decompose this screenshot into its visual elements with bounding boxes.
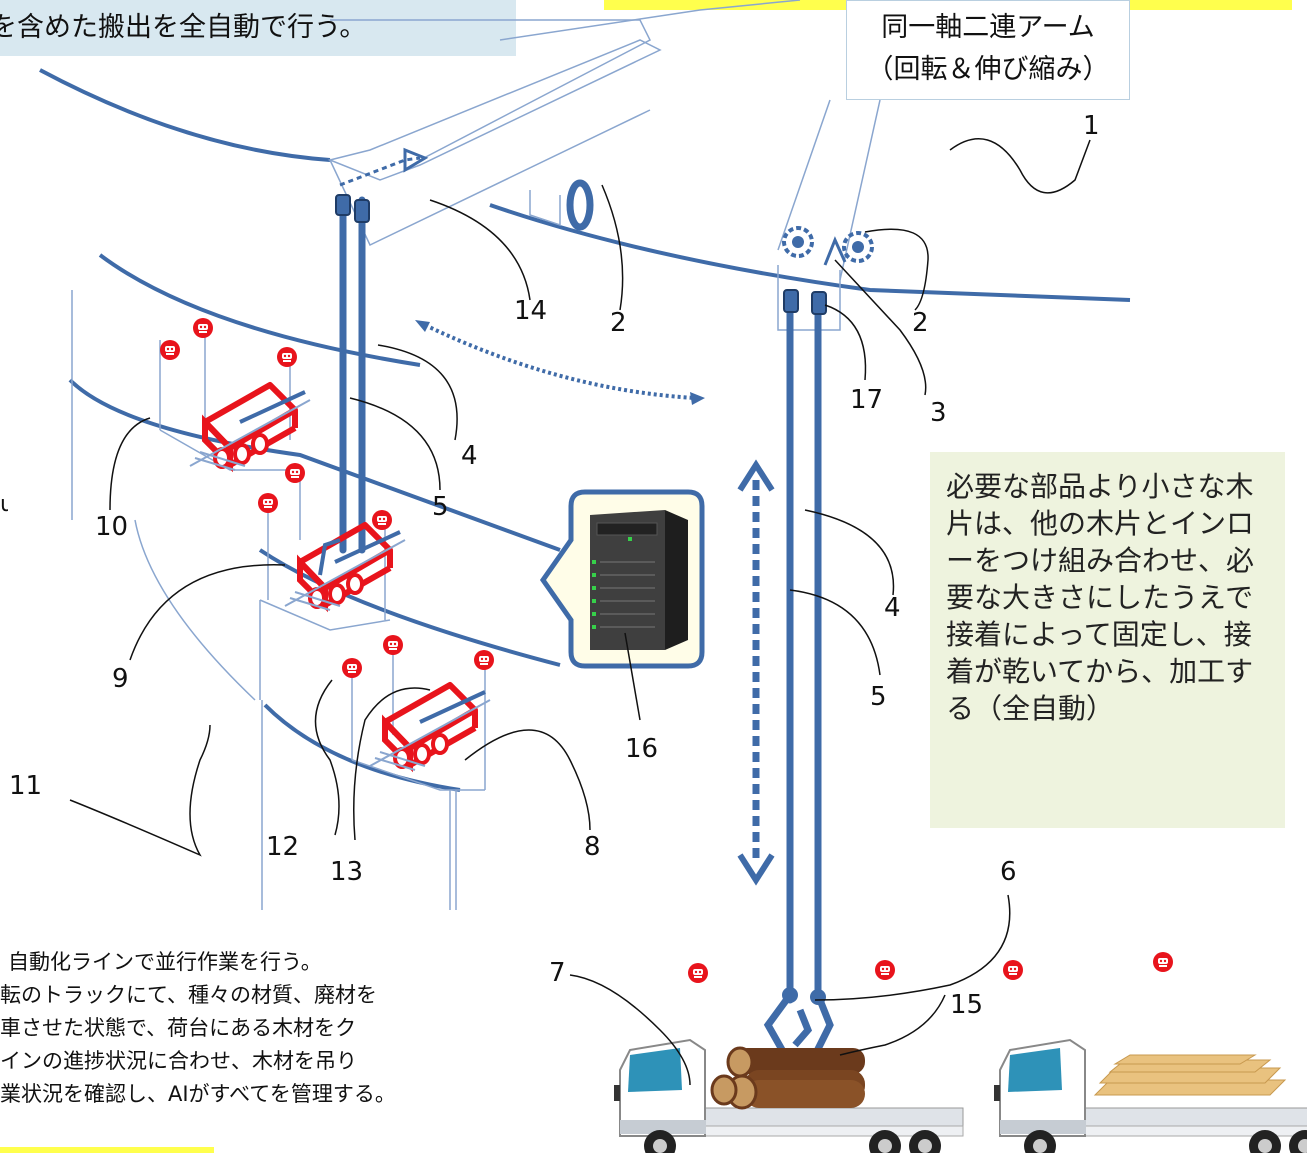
gripper-icon [763, 992, 834, 1057]
robot-face-icon [342, 658, 362, 678]
label-4a: 4 [461, 441, 478, 471]
label-17: 17 [850, 385, 884, 415]
robot-face-icon [383, 635, 403, 655]
server-tower-icon [539, 489, 705, 669]
label-7: 7 [549, 958, 566, 988]
label-6: 6 [1000, 857, 1017, 887]
robot-face-icon [160, 340, 180, 360]
description-text: 自動化ラインで並行作業を行う。 転のトラックにて、種々の材質、廃材を 車させた状… [0, 946, 560, 1111]
note-box: 必要な部品より小さな木片は、他の木片とインローをつけ組み合わせ、必要な大きさにし… [930, 452, 1285, 828]
label-9: 9 [112, 664, 129, 694]
plank-stack-icon [1093, 1054, 1287, 1096]
cart-icon [285, 525, 405, 610]
arm-label-box: 同一軸二連アーム （回転＆伸び縮み） [846, 0, 1130, 100]
pulley-icon [566, 179, 594, 231]
label-2b: 2 [912, 308, 929, 338]
label-3: 3 [930, 398, 947, 428]
robot-face-icon [372, 510, 392, 530]
robot-face-icon [285, 463, 305, 483]
label-10: 10 [95, 512, 129, 542]
robot-face-icon [258, 493, 278, 513]
label-11: 11 [9, 771, 43, 801]
description-line: インの進捗状況に合わせ、木材を吊り [0, 1049, 357, 1073]
label-2a: 2 [610, 308, 627, 338]
log-pile-icon [710, 1046, 865, 1110]
robot-face-icon [688, 963, 708, 983]
label-5b: 5 [870, 682, 887, 712]
label-13: 13 [330, 857, 364, 887]
description-line: 車させた状態で、荷台にある木材をク [0, 1016, 357, 1040]
robot-face-icon [1003, 960, 1023, 980]
description-line: 業状況を確認し、AIがすべてを管理する。 [0, 1082, 396, 1106]
cart-icon [370, 685, 490, 770]
label-4b: 4 [884, 593, 901, 623]
label-1: 1 [1083, 111, 1100, 141]
arm-label-line1: 同一軸二連アーム [881, 12, 1095, 43]
robot-face-icon [875, 960, 895, 980]
label-8: 8 [584, 832, 601, 862]
label-15: 15 [950, 990, 984, 1020]
label-12: 12 [266, 832, 300, 862]
left-edge-char: u [0, 492, 8, 517]
robot-face-icon [474, 650, 494, 670]
description-line: 自動化ラインで並行作業を行う。 [8, 950, 322, 974]
label-16: 16 [625, 734, 659, 764]
robot-face-icon [1153, 952, 1173, 972]
label-14: 14 [514, 296, 548, 326]
robot-face-icon [277, 347, 297, 367]
robot-face-icon [193, 318, 213, 338]
arm-label-line2: （回転＆伸び縮み） [866, 54, 1110, 85]
description-line: 転のトラックにて、種々の材質、廃材を [0, 983, 377, 1007]
header-banner: を含めた搬出を全自動で行う。 [0, 0, 516, 56]
label-5a: 5 [432, 492, 449, 522]
yellow-highlight-tab [0, 1147, 214, 1153]
beam-curve [39, 68, 331, 162]
